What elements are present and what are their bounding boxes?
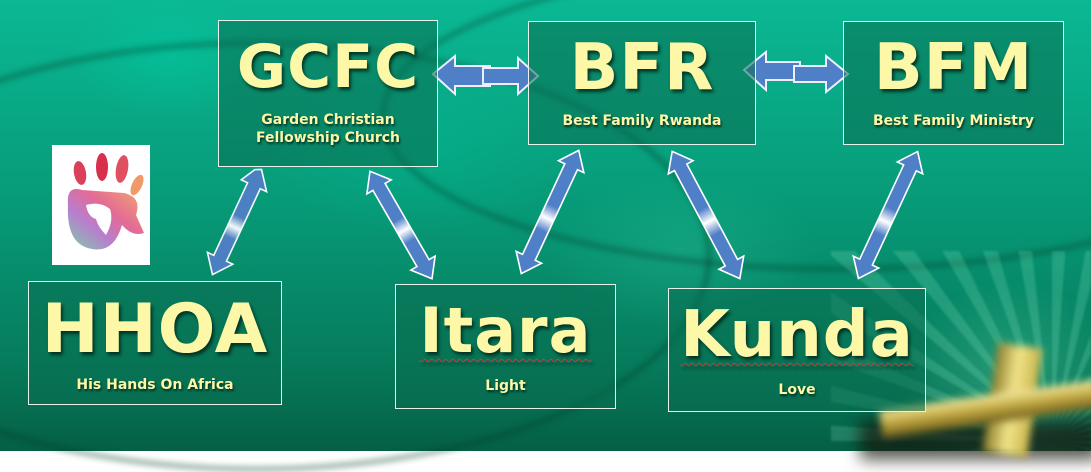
arrow-bfr-bfm <box>742 49 850 95</box>
node-abbr: HHOA <box>41 290 269 369</box>
node-abbr-text: Kunda <box>680 298 914 372</box>
arrow-bfm-kunda <box>852 150 924 280</box>
node-name-line1: Garden Christian <box>261 112 395 128</box>
node-bfm: BFM Best Family Ministry <box>843 21 1064 145</box>
node-name-line1: Best Family Rwanda <box>562 113 722 129</box>
arrow-bfr-kunda <box>667 150 745 280</box>
arrow-gcfc-bfr <box>431 53 540 97</box>
node-abbr-text: Itara <box>419 294 592 367</box>
node-bfr: BFR Best Family Rwanda <box>528 21 756 145</box>
arrow-gcfc-itara <box>365 170 437 280</box>
node-abbr: Itara <box>396 299 615 363</box>
node-name-line1: Love <box>778 382 816 398</box>
node-name-line2: Fellowship Church <box>255 130 400 146</box>
node-name-line1: Light <box>485 378 526 394</box>
node-kunda: Kunda Love <box>668 288 926 412</box>
connection-arrows <box>206 49 924 280</box>
arrow-bfr-itara <box>515 149 585 275</box>
node-name-line1: Best Family Ministry <box>873 113 1034 129</box>
node-abbr: Kunda <box>669 303 925 367</box>
node-abbr: GCFC <box>236 32 420 102</box>
node-gcfc: GCFC Garden Christian Fellowship Church <box>218 20 438 167</box>
node-abbr: BFR <box>569 31 715 105</box>
handprint-africa-icon <box>52 145 150 265</box>
node-abbr: BFM <box>873 31 1034 105</box>
node-itara: Itara Light <box>395 284 616 409</box>
arrow-gcfc-hhoa <box>206 168 268 276</box>
node-hhoa: HHOA His Hands On Africa <box>28 281 282 405</box>
node-name-line1: His Hands On Africa <box>76 377 234 393</box>
